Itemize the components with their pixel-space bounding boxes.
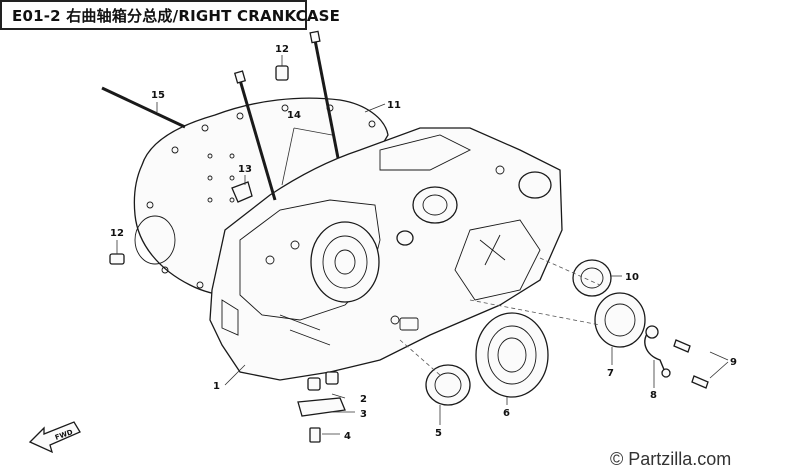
callout-12-top: 12: [275, 44, 289, 55]
long-bolt-drawing: [101, 86, 186, 129]
callout-9: 9: [730, 357, 737, 368]
small-parts-drawing: [109, 65, 346, 443]
diagram-code: E01-2: [12, 6, 61, 25]
leader-lines: [116, 55, 729, 435]
callout-5: 5: [435, 428, 442, 439]
callout-6: 6: [503, 408, 510, 419]
gasket-drawing: [133, 97, 389, 301]
stud-bolts-drawing: [233, 30, 340, 201]
forward-arrow-icon: FWD: [28, 421, 81, 454]
diagram-title: E01-2 右曲轴箱分总成/RIGHT CRANKCASE: [12, 6, 341, 25]
callout-8: 8: [650, 390, 657, 401]
callout-13: 13: [238, 164, 252, 175]
clip-screws-drawing: [644, 325, 709, 389]
bearings-drawing: [425, 259, 646, 406]
watermark: © Partzilla.com: [610, 449, 731, 469]
callout-labels: 1 2 3 4 5 6 7 8 9 10 11 12 12 13 14 15: [110, 44, 737, 442]
diagram-title-box: E01-2 右曲轴箱分总成/RIGHT CRANKCASE: [0, 0, 340, 30]
diagram-title-en: RIGHT CRANKCASE: [178, 6, 341, 25]
callout-3: 3: [360, 409, 367, 420]
callout-12-left: 12: [110, 228, 124, 239]
callout-4: 4: [344, 431, 351, 442]
callout-14: 14: [287, 110, 301, 121]
diagram-title-cn: 右曲轴箱分总成: [66, 6, 173, 25]
callout-10: 10: [625, 272, 639, 283]
crankcase-drawing: [209, 127, 563, 381]
alignment-lines: [399, 257, 601, 376]
callout-11: 11: [387, 100, 401, 111]
callout-2: 2: [360, 394, 367, 405]
callout-1: 1: [213, 381, 220, 392]
callout-15: 15: [151, 90, 165, 101]
callout-7: 7: [607, 368, 614, 379]
